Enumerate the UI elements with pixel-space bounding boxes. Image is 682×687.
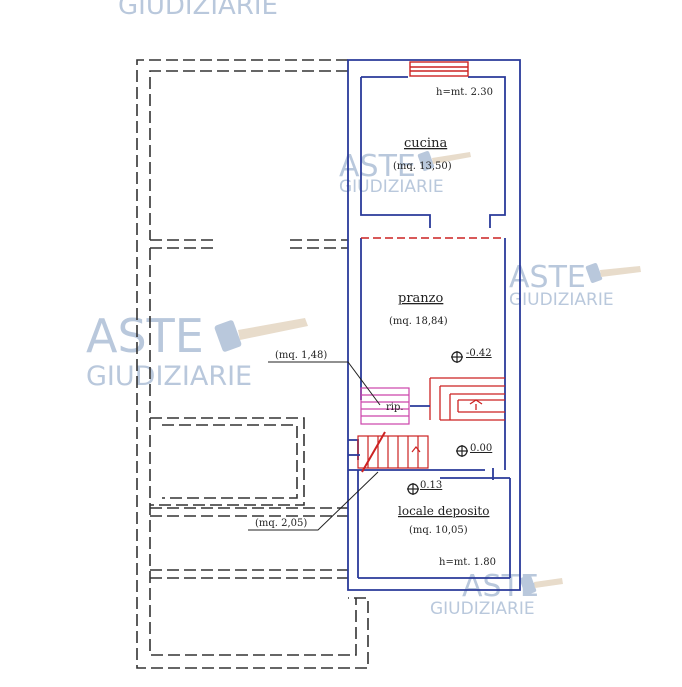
watermark-center: ASTE GIUDIZIARIE xyxy=(339,149,471,197)
stair-lower xyxy=(357,431,429,473)
room-name-deposito: locale deposito xyxy=(398,504,489,518)
level-marker-landing xyxy=(456,445,468,457)
dashed-outline xyxy=(136,59,369,669)
gavel-icon xyxy=(214,318,308,352)
watermark-left-line2: GIUDIZIARIE xyxy=(86,361,252,392)
watermark-right-line1: ASTE xyxy=(509,260,586,295)
room-area-cucina: (mq. 13,50) xyxy=(393,161,452,172)
level-marker-pranzo xyxy=(451,351,463,363)
level-label-deposito: 0.13 xyxy=(420,480,442,491)
watermark-center-line2: GIUDIZIARIE xyxy=(339,177,444,197)
level-label-landing: 0.00 xyxy=(470,443,492,454)
level-label-pranzo: -0.42 xyxy=(466,348,492,359)
watermark-right-line2: GIUDIZIARIE xyxy=(509,290,614,310)
height-label-top: h=mt. 2.30 xyxy=(436,87,493,98)
stair-upper xyxy=(429,377,505,421)
room-name-pranzo: pranzo xyxy=(398,291,444,306)
gavel-icon xyxy=(519,575,563,595)
stair-ripostiglio xyxy=(360,387,410,425)
height-label-bottom: h=mt. 1.80 xyxy=(439,557,496,568)
watermark-bottom-line2: GIUDIZIARIE xyxy=(430,599,535,619)
callout-lower-label: (mq. 2,05) xyxy=(255,518,307,529)
watermark-top-text: GIUDIZIARIE xyxy=(118,0,278,21)
room-area-deposito: (mq. 10,05) xyxy=(409,525,468,536)
callout-upper-label: (mq. 1,48) xyxy=(275,350,327,361)
walls xyxy=(347,59,521,591)
callouts xyxy=(248,361,381,531)
watermark-center-line1: ASTE xyxy=(339,149,416,184)
room-area-pranzo: (mq. 18,84) xyxy=(389,316,448,327)
watermark-left: ASTE GIUDIZIARIE xyxy=(86,309,308,392)
watermark-bottom: ASTE GIUDIZIARIE xyxy=(430,569,563,619)
wall-stubs xyxy=(348,405,494,480)
gavel-icon xyxy=(585,263,641,283)
rip-label: rip. xyxy=(386,402,404,413)
room-name-cucina: cucina xyxy=(404,136,447,151)
watermark-left-line1: ASTE xyxy=(86,309,204,363)
watermark-right: ASTE GIUDIZIARIE xyxy=(509,260,641,310)
window-top xyxy=(409,61,469,77)
gavel-icon xyxy=(417,151,471,171)
watermark-top: GIUDIZIARIE xyxy=(118,0,278,21)
level-marker-deposito xyxy=(407,483,419,495)
